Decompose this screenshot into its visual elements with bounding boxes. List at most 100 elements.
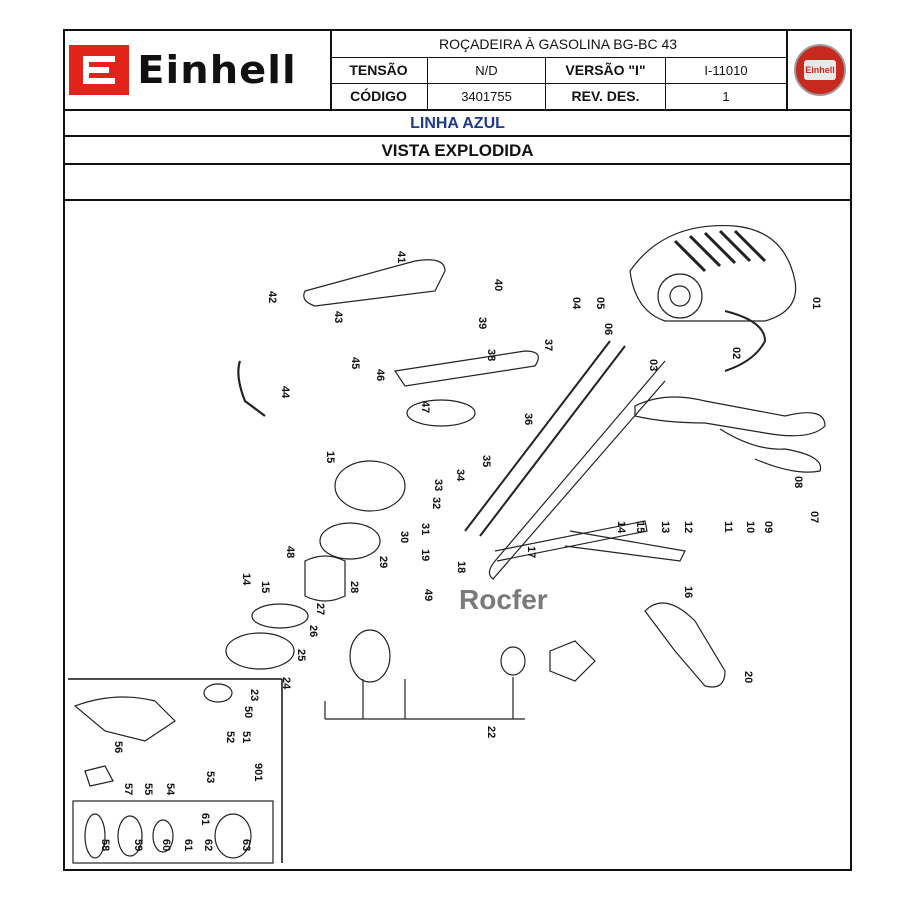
gear-housing bbox=[334, 460, 406, 512]
blade-washer bbox=[349, 629, 391, 683]
callout-27: 27 bbox=[314, 603, 326, 615]
clutch-housing bbox=[657, 273, 703, 319]
callout-46: 46 bbox=[374, 369, 386, 381]
view-title: VISTA EXPLODIDA bbox=[65, 135, 850, 165]
callout-47: 47 bbox=[419, 401, 431, 413]
callout-40: 40 bbox=[492, 279, 504, 291]
callout-34: 34 bbox=[454, 469, 466, 482]
callout-15b: 15 bbox=[324, 451, 336, 463]
badge-label: Einhell bbox=[804, 60, 836, 80]
handlebar bbox=[634, 396, 826, 437]
drive-shaft bbox=[464, 340, 611, 532]
callout-42: 42 bbox=[266, 291, 278, 303]
callout-30: 30 bbox=[398, 531, 410, 543]
callout-28: 28 bbox=[348, 581, 360, 593]
brand-badge-icon: Einhell bbox=[794, 44, 846, 96]
handle-grip bbox=[303, 259, 446, 307]
callout-901: 901 bbox=[252, 763, 264, 781]
callout-59: 59 bbox=[132, 839, 144, 851]
gear-flange bbox=[225, 632, 295, 670]
spool bbox=[117, 815, 143, 857]
callout-61b: 61 bbox=[199, 813, 211, 825]
callout-29: 29 bbox=[377, 556, 389, 568]
spool-group bbox=[72, 800, 274, 864]
callout-39: 39 bbox=[476, 317, 488, 329]
bearing-cover bbox=[319, 522, 381, 560]
header: Einhell ROÇADEIRA À GASOLINA BG-BC 43 TE… bbox=[65, 31, 850, 111]
callout-50: 50 bbox=[242, 706, 254, 718]
callout-16: 16 bbox=[682, 586, 694, 598]
callout-36: 36 bbox=[522, 413, 534, 425]
trimmer-head-inset: 50 51 52 53 54 55 56 57 58 59 60 61 61 6… bbox=[68, 678, 283, 864]
badge-cell: Einhell bbox=[786, 31, 852, 109]
blade-guard-disc bbox=[406, 399, 476, 427]
callout-25: 25 bbox=[295, 649, 307, 661]
callout-17: 17 bbox=[525, 546, 537, 558]
blank-band bbox=[65, 163, 850, 201]
callout-14: 14 bbox=[615, 521, 627, 534]
callout-56: 56 bbox=[112, 741, 124, 753]
side-handle bbox=[393, 350, 539, 387]
throttle-cable bbox=[724, 310, 767, 372]
exploded-view-drawing: 01 02 03 04 05 06 07 08 09 10 11 12 13 1… bbox=[65, 199, 850, 871]
shaft-tube bbox=[488, 360, 666, 580]
callout-04: 04 bbox=[570, 297, 582, 310]
callout-05: 05 bbox=[594, 297, 606, 309]
voltage-value: N/D bbox=[428, 57, 546, 83]
callout-22: 22 bbox=[485, 726, 497, 738]
callout-62: 62 bbox=[202, 839, 214, 851]
harness-hook bbox=[237, 360, 266, 417]
callout-44: 44 bbox=[279, 386, 291, 399]
callout-19: 19 bbox=[419, 549, 431, 561]
revision-value: 1 bbox=[722, 88, 730, 104]
callout-26: 26 bbox=[307, 625, 319, 637]
brand-wordmark: Einhell bbox=[137, 48, 297, 92]
product-title: ROÇADEIRA À GASOLINA BG-BC 43 bbox=[438, 36, 678, 52]
shaft-clamp bbox=[644, 602, 726, 688]
callout-18: 18 bbox=[455, 561, 467, 573]
gear-head-body bbox=[549, 640, 596, 682]
callout-35: 35 bbox=[480, 455, 492, 467]
version-label: VERSÃO "I" bbox=[546, 57, 666, 83]
parts-sheet: Einhell ROÇADEIRA À GASOLINA BG-BC 43 TE… bbox=[63, 29, 852, 871]
callout-07: 07 bbox=[808, 511, 820, 523]
spec-table: ROÇADEIRA À GASOLINA BG-BC 43 TENSÃO N/D… bbox=[330, 31, 786, 109]
code-label: CÓDIGO bbox=[330, 83, 428, 109]
callout-54: 54 bbox=[164, 783, 176, 796]
nut bbox=[203, 683, 233, 703]
brand-logo-cell: Einhell bbox=[65, 31, 332, 109]
guard-plate bbox=[73, 696, 176, 742]
callout-38: 38 bbox=[485, 349, 497, 361]
callout-49: 49 bbox=[422, 589, 434, 601]
callout-48: 48 bbox=[284, 546, 296, 558]
callout-41: 41 bbox=[395, 251, 407, 263]
brand-e-icon bbox=[69, 45, 129, 95]
callout-31: 31 bbox=[419, 523, 431, 535]
watermark: Rocfer bbox=[459, 584, 548, 615]
callout-03: 03 bbox=[647, 359, 659, 371]
callout-15c: 15 bbox=[259, 581, 271, 593]
callout-08: 08 bbox=[792, 476, 804, 488]
callout-57: 57 bbox=[122, 783, 134, 795]
callout-63: 63 bbox=[240, 839, 252, 851]
code-value: 3401755 bbox=[428, 83, 546, 109]
callout-13: 13 bbox=[659, 521, 671, 533]
callout-14b: 14 bbox=[240, 573, 252, 586]
callout-12: 12 bbox=[682, 521, 694, 533]
gear-shaft-sleeve bbox=[304, 555, 346, 602]
engine-housing bbox=[629, 224, 797, 322]
callout-45: 45 bbox=[349, 357, 361, 369]
callout-11: 11 bbox=[722, 521, 734, 533]
callout-20: 20 bbox=[742, 671, 754, 683]
spacer bbox=[500, 646, 526, 676]
spring bbox=[152, 819, 174, 853]
trimmer-housing bbox=[214, 813, 252, 859]
voltage-label: TENSÃO bbox=[330, 57, 428, 83]
outer-tube bbox=[494, 520, 648, 562]
callout-23: 23 bbox=[248, 689, 260, 701]
callout-09: 09 bbox=[762, 521, 774, 533]
callout-51: 51 bbox=[240, 731, 252, 743]
callout-labels: 01 02 03 04 05 06 07 08 09 10 11 12 13 1… bbox=[240, 251, 822, 738]
callout-15: 15 bbox=[634, 521, 646, 533]
callout-58: 58 bbox=[99, 839, 111, 851]
